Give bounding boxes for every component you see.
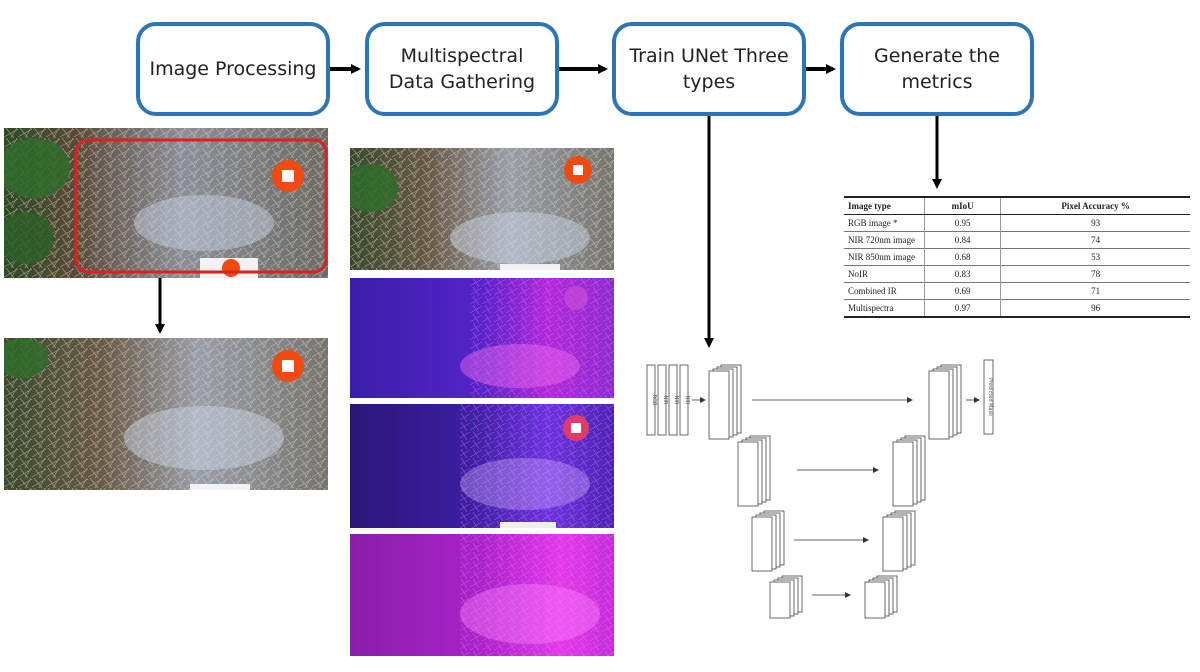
- cell-pixel-accuracy: 71: [1000, 282, 1190, 300]
- unet-skip-connections: [752, 397, 913, 598]
- cell-pixel-accuracy: 53: [1000, 248, 1190, 266]
- spectral-nir-720-photo: [350, 278, 614, 398]
- marker-icon: [222, 259, 240, 277]
- cell-pixel-accuracy: 78: [1000, 265, 1190, 283]
- unet-output: [983, 359, 994, 435]
- table-row: NoIR 0.83 78: [844, 265, 1190, 283]
- cell-pixel-accuracy: 96: [1000, 299, 1190, 318]
- cell-miou: 0.95: [923, 214, 1001, 232]
- step-multispectral-data-gathering: Multispectral Data Gathering: [365, 22, 559, 116]
- cell-image-type: RGB image *: [844, 214, 925, 232]
- input-label-rgb: RGB: [651, 395, 657, 406]
- cell-miou: 0.84: [923, 231, 1001, 249]
- unet-inputs: [646, 364, 689, 436]
- step-label: Generate the metrics: [874, 45, 1000, 93]
- table-row: Combined IR 0.69 71: [844, 282, 1190, 300]
- cell-pixel-accuracy: 93: [1000, 214, 1190, 232]
- unet-decoder: [864, 364, 962, 619]
- unet-encoder: [708, 364, 803, 619]
- table-row: NIR 850nm image 0.68 53: [844, 248, 1190, 266]
- table-header-row: Image type mIoU Pixel Accuracy %: [844, 196, 1190, 215]
- rgb-cropped-photo: [4, 338, 328, 490]
- output-label: Predicted Mask: [987, 378, 993, 416]
- header-image-type: Image type: [844, 196, 925, 215]
- cell-image-type: Combined IR: [844, 282, 925, 300]
- step-generate-metrics: Generate the metrics: [840, 22, 1034, 116]
- input-label-nir: NIR: [662, 396, 668, 405]
- metrics-table: Image type mIoU Pixel Accuracy % RGB ima…: [844, 196, 1190, 318]
- cell-image-type: Multispectra: [844, 299, 925, 318]
- step-label: Multispectral Data Gathering: [388, 45, 536, 93]
- cell-miou: 0.69: [923, 282, 1001, 300]
- step-label: Image Processing: [149, 58, 317, 80]
- step-image-processing: Image Processing: [136, 22, 330, 116]
- input-label-nir: NIR: [673, 396, 679, 405]
- step-label: Train UNet Three types: [629, 45, 789, 93]
- cell-pixel-accuracy: 74: [1000, 231, 1190, 249]
- header-pixel-accuracy: Pixel Accuracy %: [1000, 196, 1190, 215]
- crop-box: [74, 138, 328, 274]
- cell-miou: 0.97: [923, 299, 1001, 318]
- spectral-nir-850-photo: [350, 404, 614, 528]
- table-row: Multispectra 0.97 96: [844, 299, 1190, 318]
- cell-miou: 0.68: [923, 248, 1001, 266]
- header-miou: mIoU: [923, 196, 1001, 215]
- step-train-unet: Train UNet Three types: [612, 22, 806, 116]
- cell-image-type: NIR 720nm image: [844, 231, 925, 249]
- table-row: RGB image * 0.95 93: [844, 214, 1190, 232]
- rgb-original-photo: [4, 128, 328, 278]
- cell-image-type: NIR 850nm image: [844, 248, 925, 266]
- spectral-rgb-photo: [350, 148, 614, 270]
- cell-image-type: NoIR: [844, 265, 925, 283]
- table-row: NIR 720nm image 0.84 74: [844, 231, 1190, 249]
- cell-miou: 0.83: [923, 265, 1001, 283]
- spectral-noir-photo: [350, 534, 614, 656]
- input-label-nir: NIR: [684, 396, 690, 405]
